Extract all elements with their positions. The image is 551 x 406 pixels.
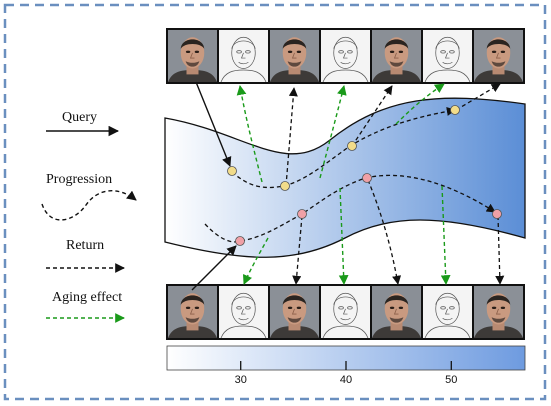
age-colorbar: 30 40 50 (166, 345, 526, 386)
progression-node (450, 105, 460, 115)
top-image-strip (166, 28, 525, 84)
bottom-image-strip (166, 284, 525, 340)
query-arrow-top (195, 81, 232, 167)
aging-manifold (164, 97, 526, 258)
return-node (297, 209, 307, 219)
progression-nodes (227, 105, 460, 191)
colorbar-tick-label: 30 (235, 374, 247, 386)
face-sketch (423, 286, 472, 339)
return-node (362, 173, 372, 183)
return-node (235, 236, 245, 246)
face-sketch (321, 286, 370, 339)
progression-node (227, 166, 237, 176)
progression-node (347, 141, 357, 151)
aging-arrow-up-3 (395, 83, 445, 125)
aging-arrow-down-3 (440, 185, 451, 285)
face-photo (474, 286, 523, 338)
return-node (492, 209, 502, 219)
legend-query-label: Query (62, 110, 97, 125)
face-sketch (423, 30, 472, 83)
return-arrow-top-2 (351, 85, 393, 147)
face-photo (168, 286, 217, 338)
aging-arrow-up-1 (236, 85, 263, 183)
legend: Query Progression Return Aging effect (41, 110, 137, 323)
legend-return-label: Return (66, 238, 104, 253)
colorbar-tick-label: 50 (445, 374, 457, 386)
face-photo (168, 30, 217, 82)
legend-progression-curve (41, 190, 137, 221)
face-sketch (219, 286, 268, 339)
legend-aging-label: Aging effect (52, 290, 122, 305)
face-photo (270, 30, 319, 82)
face-sketch (321, 30, 370, 83)
return-arrow-top-3 (455, 83, 501, 111)
return-arrow-top-1 (285, 87, 298, 187)
face-photo (270, 286, 319, 338)
aging-arrow-down-2 (338, 187, 349, 285)
aging-arrow-up-2 (319, 85, 347, 179)
return-arrow-bottom-3 (495, 215, 505, 285)
face-sketch (219, 30, 268, 83)
colorbar-ticks: 30 40 50 (235, 361, 457, 386)
return-arrow-bottom-1 (292, 215, 303, 285)
outer-frame (3, 3, 547, 401)
face-photo (372, 286, 421, 338)
return-nodes (235, 173, 502, 246)
query-arrow-bottom (191, 245, 237, 291)
colorbar-tick-label: 40 (340, 374, 352, 386)
face-photo (372, 30, 421, 82)
progression-node (280, 181, 290, 191)
face-photo (474, 30, 523, 82)
legend-progression-label: Progression (46, 172, 112, 187)
